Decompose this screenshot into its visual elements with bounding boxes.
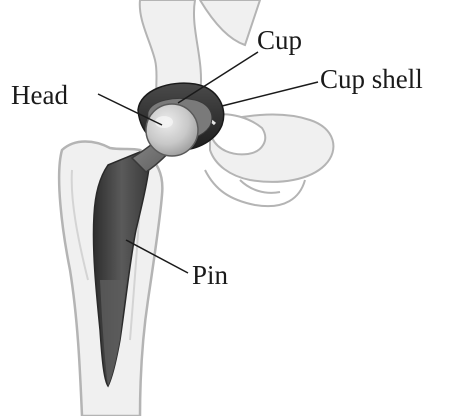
label-cup-shell: Cup shell bbox=[320, 66, 423, 93]
leader-line-cup-shell bbox=[222, 82, 318, 106]
label-cup: Cup bbox=[257, 27, 302, 54]
label-pin: Pin bbox=[192, 262, 228, 289]
label-head: Head bbox=[11, 82, 68, 109]
femoral-head bbox=[146, 104, 198, 156]
